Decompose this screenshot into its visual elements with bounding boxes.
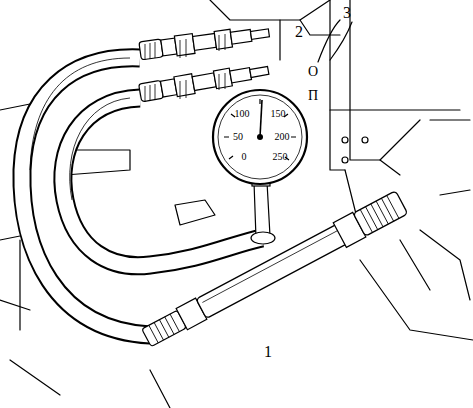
callout-number: 2	[295, 24, 303, 40]
callout-number: 1	[264, 344, 272, 360]
dial-number: 100	[235, 109, 250, 119]
dial-number: 150	[271, 109, 286, 119]
dial-number: 0	[242, 152, 247, 162]
callout-number: 3	[343, 5, 351, 21]
panel-marking: П	[308, 89, 318, 103]
dial-number: 250	[273, 152, 288, 162]
panel-marking: О	[308, 65, 318, 79]
dial-number: 200	[275, 132, 290, 142]
dial-number: 50	[233, 132, 243, 142]
